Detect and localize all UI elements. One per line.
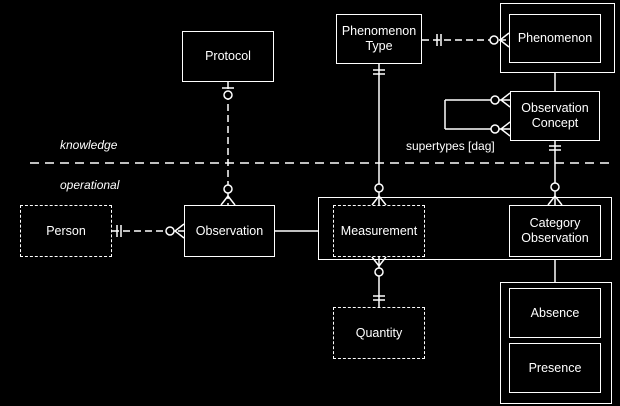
quantity-many-mark — [371, 256, 387, 268]
supertype-many-mark-b — [499, 121, 511, 137]
observation-entity[interactable]: Observation — [184, 205, 275, 257]
phenomenon-entity[interactable]: Phenomenon — [509, 14, 601, 63]
person-entity[interactable]: Person — [20, 205, 112, 257]
supertype-optional-mark-b — [490, 124, 500, 134]
phenomenon-optional-mark — [489, 35, 499, 45]
supertype-many-mark-a — [499, 92, 511, 108]
person-link-optional-mark — [165, 226, 175, 236]
supertypes-label: supertypes [dag] — [406, 139, 495, 153]
protocol-optional-mark — [223, 90, 233, 100]
quantity-optional-mark — [374, 267, 384, 277]
measurement-label: Measurement — [340, 223, 418, 238]
phenomenon-frame — [500, 3, 615, 73]
categoryobs-many-mark — [547, 194, 563, 206]
operational-level-label: operational — [60, 178, 120, 192]
measurement-optional-mark — [374, 183, 384, 193]
measurement-many-mark — [371, 194, 387, 206]
observation-concept-label: Observation Concept — [521, 101, 589, 130]
protocol-label: Protocol — [205, 49, 251, 63]
supertype-optional-mark-a — [490, 95, 500, 105]
phenomenon-type-label: Phenomenon Type — [341, 24, 417, 53]
phenomenon-label: Phenomenon — [517, 31, 593, 45]
phenomenon-type-entity[interactable]: Phenomenon Type — [336, 14, 422, 64]
observation-label: Observation — [195, 223, 264, 238]
measurement-entity[interactable]: Measurement — [333, 205, 425, 257]
quantity-label: Quantity — [355, 325, 403, 340]
category-subtypes-frame — [500, 282, 612, 404]
observation-subtypes-frame — [318, 197, 612, 260]
observation-concept-entity[interactable]: Observation Concept — [510, 91, 600, 141]
quantity-entity[interactable]: Quantity — [333, 307, 425, 359]
category-observation-entity[interactable]: Category Observation — [509, 205, 601, 257]
presence-entity[interactable]: Presence — [509, 343, 601, 393]
category-observation-label: Category Observation — [521, 216, 589, 245]
protocol-entity[interactable]: Protocol — [182, 31, 274, 82]
absence-entity[interactable]: Absence — [509, 288, 601, 338]
person-link-many-mark — [173, 223, 185, 239]
presence-label: Presence — [528, 360, 582, 375]
observation-optional-mark — [223, 184, 233, 194]
absence-label: Absence — [530, 305, 580, 320]
person-label: Person — [46, 223, 86, 238]
categoryobs-optional-mark — [550, 182, 560, 192]
observation-many-mark — [220, 194, 236, 206]
knowledge-level-label: knowledge — [60, 138, 118, 152]
